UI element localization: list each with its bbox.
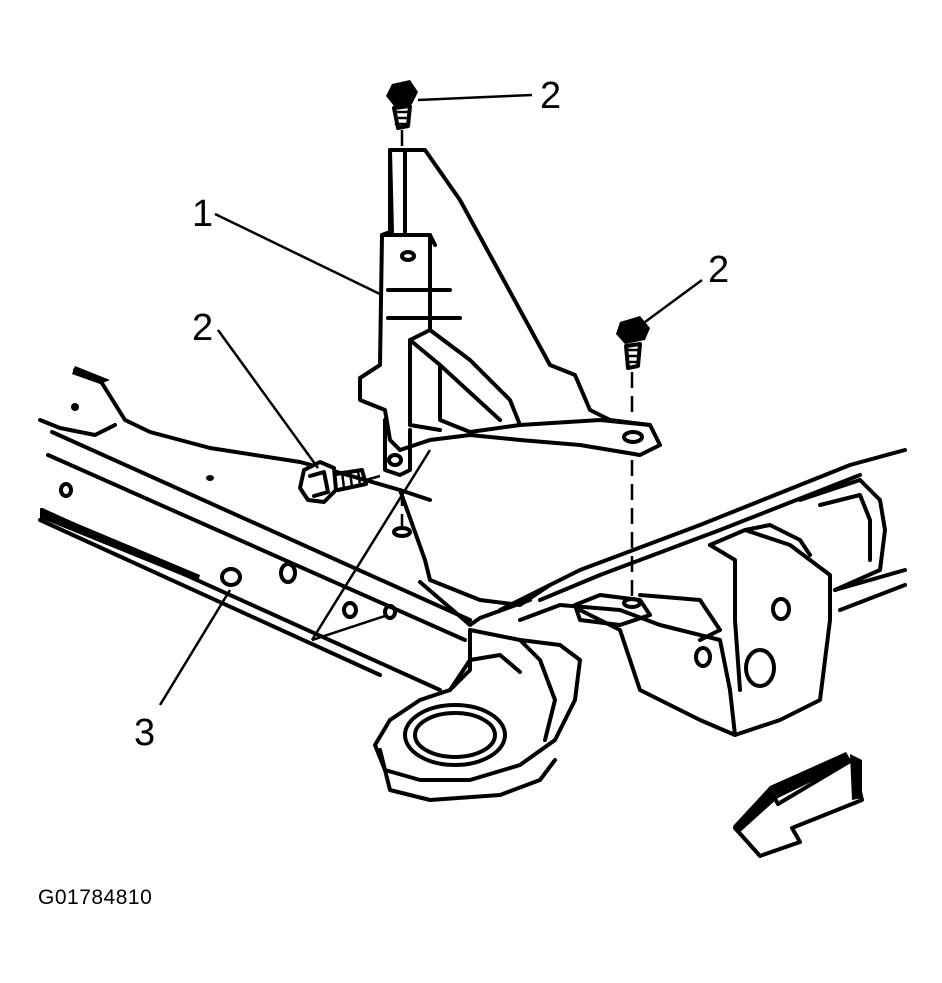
callout-2-left: 2 [192,307,213,349]
frame-rail [38,366,552,692]
bolt-left [298,460,368,504]
leader-lines [158,93,703,706]
bolt-right [616,316,650,370]
callout-3: 3 [134,712,155,754]
bolt-top [386,80,418,130]
callout-2-top: 2 [540,75,561,117]
callout-2-right: 2 [708,249,729,291]
front-direction-arrow-icon [733,752,864,858]
figure-id-label: G01784810 [38,886,153,909]
crossmember [498,448,907,737]
spring-seat [373,628,582,802]
bracket [358,148,662,477]
callout-1: 1 [192,193,213,235]
